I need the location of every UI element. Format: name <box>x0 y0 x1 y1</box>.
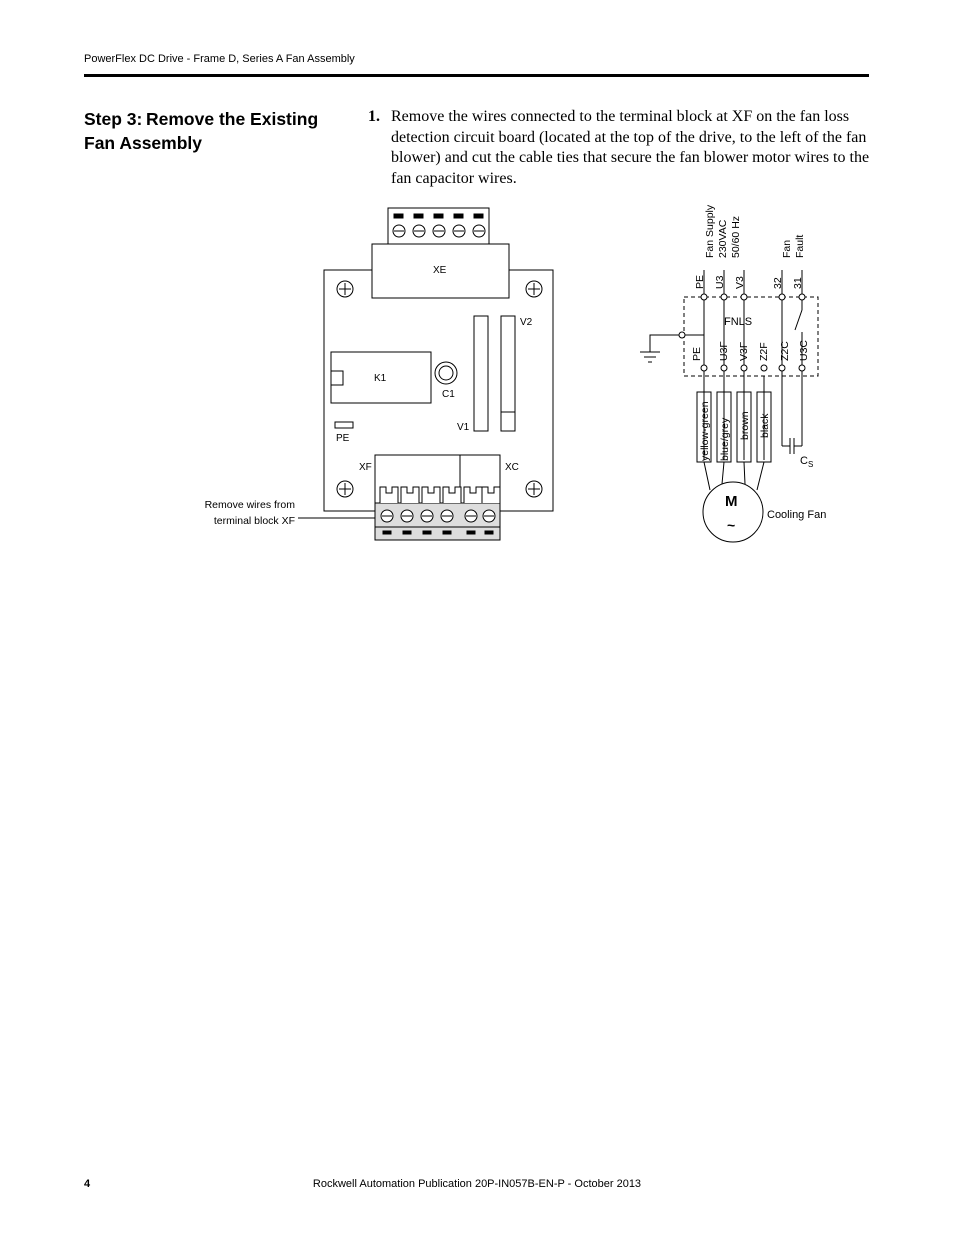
pe-pad <box>334 421 354 429</box>
supply-label-3: 50/60 Hz <box>730 216 742 258</box>
capacitor-label-sub: S <box>808 460 813 469</box>
bottom-terminal-u3f: U3F <box>718 341 730 361</box>
fault-label-1: Fan <box>781 240 793 258</box>
label-xc: XC <box>505 462 519 473</box>
xf-bottom-pins <box>382 530 494 535</box>
callout-line-2: terminal block XF <box>213 515 295 527</box>
capacitor-c1 <box>434 361 458 385</box>
step-number: Step 3: <box>84 109 143 129</box>
step-title: Remove the Existing Fan Assembly <box>84 109 319 153</box>
fault-contact <box>794 309 803 331</box>
wire-label-yellow-green: yellow-green <box>699 401 711 461</box>
publication-footer: Rockwell Automation Publication 20P-IN05… <box>312 1178 642 1190</box>
instruction-text: Remove the wires connected to the termin… <box>391 108 870 187</box>
step-heading: Step 3:Remove the Existing Fan Assembly <box>84 107 344 155</box>
top-terminal-32: 32 <box>772 277 784 289</box>
top-terminal-v3: V3 <box>734 276 746 289</box>
bottom-terminal-z2f: Z2F <box>758 342 770 361</box>
motor-ac-symbol: ~ <box>727 517 735 533</box>
wire-label-blue-grey: blue/grey <box>719 417 731 461</box>
mounting-hole-bl <box>336 480 354 498</box>
xe-terminal-screws <box>392 213 486 238</box>
wire-label-brown: brown <box>739 411 751 440</box>
cooling-fan-label: Cooling Fan <box>767 509 826 521</box>
fault-label-2: Fault <box>794 235 806 258</box>
header-rule <box>84 74 869 77</box>
instruction-number: 1. <box>368 108 380 125</box>
page-number: 4 <box>84 1178 91 1190</box>
top-terminal-pe: PE <box>694 275 706 289</box>
motor-label: M <box>725 493 738 510</box>
terminal-points <box>678 293 806 372</box>
mounting-hole-tr <box>525 280 543 298</box>
motor-symbol <box>702 481 764 543</box>
bottom-terminal-u3c: U3C <box>798 340 810 361</box>
top-terminal-31: 31 <box>792 277 804 289</box>
fnls-label: FNLS <box>724 316 752 328</box>
bottom-terminal-pe: PE <box>691 347 703 361</box>
label-v2: V2 <box>520 317 533 328</box>
label-pe: PE <box>336 433 350 444</box>
xe-connector-body <box>371 243 510 299</box>
bottom-terminal-v3f: V3F <box>738 342 750 361</box>
supply-label-1: Fan Supply <box>704 204 716 258</box>
wire-label-black: black <box>759 413 771 438</box>
label-c1: C1 <box>442 389 455 400</box>
label-xe: XE <box>433 265 447 276</box>
circuit-board <box>323 269 554 512</box>
xf-terminal-slots <box>379 486 501 503</box>
mounting-hole-tl <box>336 280 354 298</box>
ground-symbol <box>640 334 704 363</box>
running-header: PowerFlex DC Drive - Frame D, Series A F… <box>84 53 355 65</box>
callout-line-1: Remove wires from <box>204 499 295 511</box>
label-k1: K1 <box>374 373 387 384</box>
label-xf: XF <box>359 462 372 473</box>
component-v2 <box>500 315 516 432</box>
callout-text: Remove wires from terminal block XF <box>180 497 295 529</box>
component-v1 <box>473 315 489 432</box>
label-v1: V1 <box>457 422 470 433</box>
supply-label-2: 230VAC <box>717 219 729 258</box>
top-terminal-u3: U3 <box>714 275 726 289</box>
bottom-terminal-z2c: Z2C <box>779 341 791 361</box>
capacitor-label: C <box>800 455 808 467</box>
capacitor-cs <box>781 438 803 454</box>
mounting-hole-br <box>525 480 543 498</box>
